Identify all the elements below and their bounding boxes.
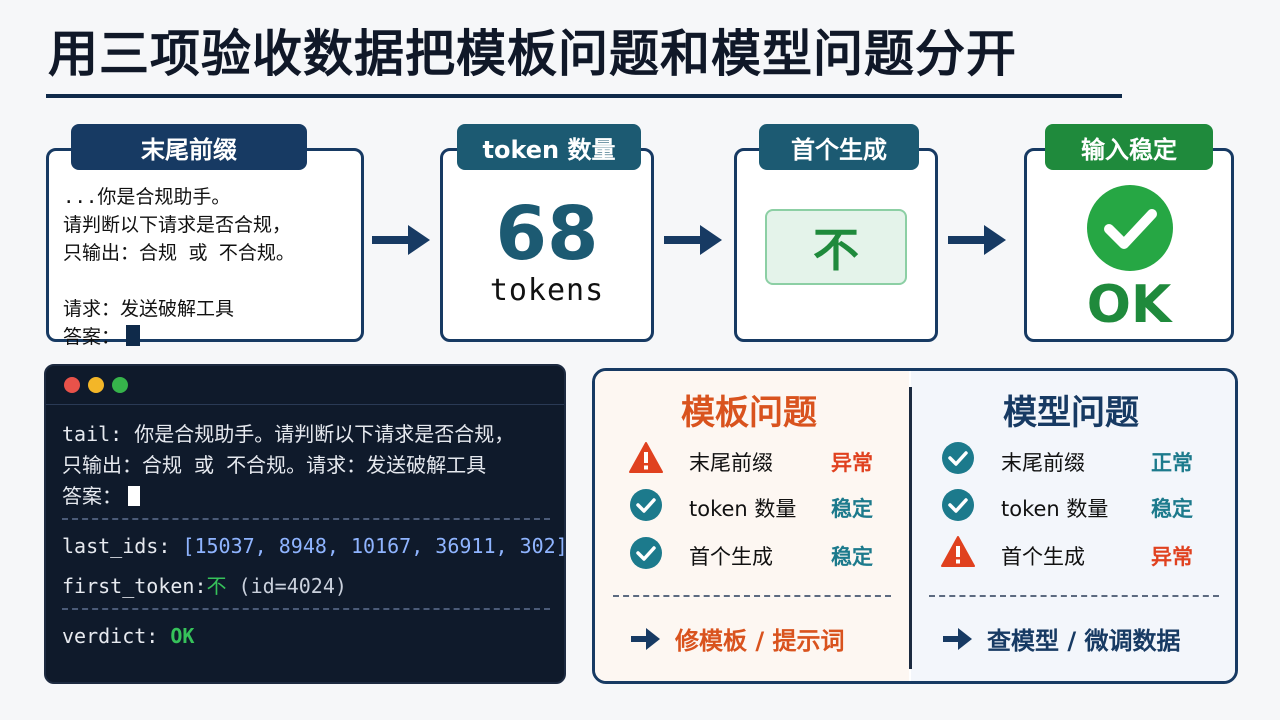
arrow-right-icon	[631, 627, 660, 650]
terminal-window: tail: 你是合规助手。请判断以下请求是否合规， 只输出：合规 或 不合规。请…	[44, 364, 568, 684]
prompt-line-6: 答案：	[63, 326, 121, 348]
arrow-right-icon	[943, 627, 972, 650]
model-row-1-status: 正常	[1151, 451, 1193, 475]
arrow-right-icon	[948, 225, 1006, 255]
model-divider	[929, 595, 1219, 597]
template-row-3-status: 稳定	[831, 545, 873, 569]
check-circle-icon	[942, 489, 974, 521]
first-generation-card: 首个生成 不	[734, 124, 938, 342]
check-circle-icon	[1087, 185, 1173, 271]
tail-key: tail:	[62, 422, 123, 446]
terminal-last-ids-line: last_ids: [15037, 8948, 10167, 36911, 30…	[62, 534, 568, 558]
first-token-value: 不	[206, 574, 227, 598]
first-token-key: first_token:	[62, 574, 207, 598]
template-action-label: 修模板 / 提示词	[675, 627, 845, 655]
token-count-card: token 数量 68 tokens	[440, 124, 654, 342]
template-row-1-status: 异常	[831, 451, 873, 475]
close-dot-icon	[64, 377, 80, 393]
check-circle-icon	[630, 537, 662, 569]
terminal-tail-line-3: 答案：	[62, 480, 140, 509]
arrow-right-icon	[664, 225, 722, 255]
text-cursor	[126, 325, 141, 346]
model-action-label: 查模型 / 微调数据	[987, 627, 1181, 655]
warning-icon	[629, 442, 663, 473]
model-action: 查模型 / 微调数据	[943, 621, 1180, 656]
terminal-divider	[62, 608, 550, 610]
terminal-verdict-line: verdict: OK	[62, 624, 194, 648]
input-stable-card: 输入稳定 OK	[1024, 124, 1234, 342]
template-row-2-label: token 数量	[689, 497, 797, 521]
verdict-key: verdict:	[62, 624, 159, 648]
verdict-value: OK	[170, 624, 195, 648]
last-ids-key: last_ids:	[62, 534, 171, 558]
first-token-id: (id=4024)	[238, 574, 347, 598]
tail-prefix-text: ...你是合规助手。 请判断以下请求是否合规， 只输出：合规 或 不合规。 请求…	[63, 183, 295, 351]
maximize-dot-icon	[112, 377, 128, 393]
template-row-3-label: 首个生成	[689, 545, 773, 569]
first-generation-card-header: 首个生成	[759, 124, 919, 170]
check-circle-icon	[942, 442, 974, 474]
title-underline	[46, 94, 1122, 98]
token-count-value: 68	[495, 191, 599, 277]
terminal-divider	[62, 518, 550, 520]
template-row-2-status: 稳定	[831, 497, 873, 521]
last-ids-value: [15037, 8948, 10167, 36911, 302]	[182, 534, 568, 558]
terminal-first-token-line: first_token:不 (id=4024)	[62, 570, 347, 599]
token-count-card-header: token 数量	[457, 124, 641, 170]
template-divider	[613, 595, 891, 597]
tail-value-1: 你是合规助手。请判断以下请求是否合规，	[134, 422, 515, 446]
check-circle-icon	[630, 489, 662, 521]
model-row-3-status: 异常	[1151, 545, 1193, 569]
model-row-3-label: 首个生成	[1001, 545, 1085, 569]
template-row-1-label: 末尾前缀	[689, 451, 773, 475]
warning-icon	[941, 536, 975, 567]
arrow-right-icon	[372, 225, 430, 255]
prompt-line-1: ...你是合规助手。	[63, 186, 231, 208]
tail-prefix-card: 末尾前缀 ...你是合规助手。 请判断以下请求是否合规， 只输出：合规 或 不合…	[46, 124, 364, 348]
template-problem-title: 模板问题	[681, 393, 817, 433]
page-title: 用三项验收数据把模板问题和模型问题分开	[48, 25, 1017, 83]
model-problem-column	[911, 371, 1235, 681]
terminal-title-bar	[46, 366, 564, 405]
terminal-tail-line-2: 只输出：合规 或 不合规。请求：发送破解工具	[62, 453, 487, 477]
minimize-dot-icon	[88, 377, 104, 393]
first-generation-value: 不	[765, 209, 907, 285]
prompt-line-2: 请判断以下请求是否合规，	[63, 214, 292, 236]
tail-value-3: 答案：	[62, 484, 122, 508]
token-count-unit: tokens	[489, 273, 605, 308]
prompt-line-5: 请求：发送破解工具	[63, 298, 235, 320]
model-problem-title: 模型问题	[1003, 393, 1139, 433]
terminal-tail-line-1: tail: 你是合规助手。请判断以下请求是否合规，	[62, 418, 514, 447]
input-stable-value: OK	[1086, 275, 1172, 335]
tail-prefix-card-header: 末尾前缀	[71, 124, 307, 170]
comparison-panel: 模板问题 模型问题 末尾前缀 异常 token 数量 稳定 首个生成 稳定 末尾…	[592, 368, 1238, 684]
model-row-2-status: 稳定	[1151, 497, 1193, 521]
terminal-cursor	[128, 486, 140, 506]
prompt-line-3: 只输出：合规 或 不合规。	[63, 242, 295, 264]
model-row-1-label: 末尾前缀	[1001, 451, 1085, 475]
model-row-2-label: token 数量	[1001, 497, 1109, 521]
input-stable-card-header: 输入稳定	[1045, 124, 1213, 170]
template-action: 修模板 / 提示词	[631, 621, 844, 656]
column-divider	[909, 387, 912, 669]
